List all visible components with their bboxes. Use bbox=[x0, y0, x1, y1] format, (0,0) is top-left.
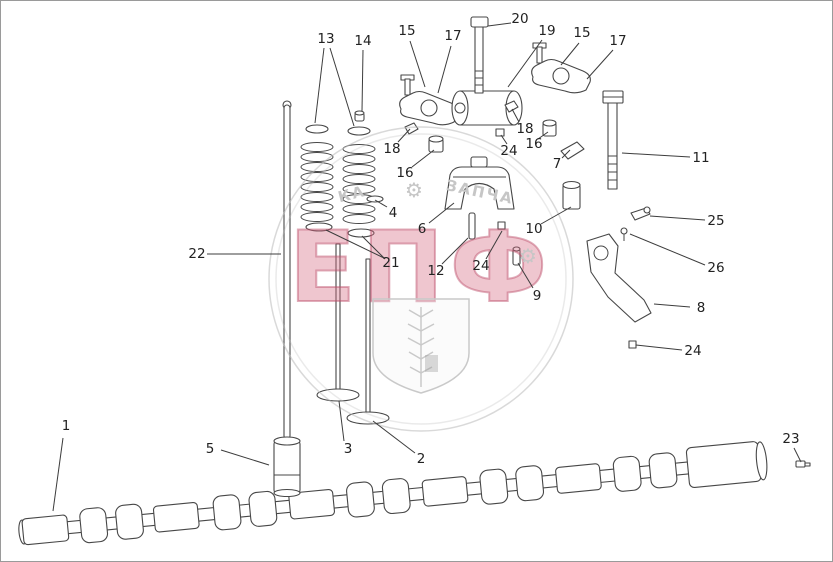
part-label-23: 23 bbox=[782, 431, 799, 447]
spring-retainer-left bbox=[305, 124, 329, 134]
small-screw bbox=[620, 227, 628, 241]
part-label-22: 22 bbox=[188, 246, 205, 262]
watermark-arc-left: КА bbox=[336, 182, 367, 206]
watermark-gear-icon: ⚙ bbox=[405, 178, 423, 202]
part-label-15a: 15 bbox=[398, 23, 415, 39]
rocker-arm-left bbox=[399, 74, 459, 126]
camshaft bbox=[18, 441, 768, 546]
part-label-18a: 18 bbox=[383, 141, 400, 157]
part-label-15b: 15 bbox=[573, 25, 590, 41]
bridge-guide-pin bbox=[468, 212, 476, 240]
valve-cap bbox=[354, 110, 365, 122]
valve-collet-right bbox=[504, 100, 519, 113]
part-label-19: 19 bbox=[538, 23, 555, 39]
valve-bridge bbox=[444, 156, 515, 210]
spring-seat-left bbox=[305, 222, 333, 232]
part-label-8: 8 bbox=[697, 300, 706, 316]
part-label-6: 6 bbox=[418, 221, 427, 237]
part-label-1: 1 bbox=[62, 418, 71, 434]
wedge-block bbox=[560, 141, 585, 160]
valve-exhaust bbox=[346, 258, 390, 425]
lock-washer-top bbox=[495, 128, 505, 137]
watermark-shield bbox=[372, 298, 470, 394]
stem-cap-right bbox=[542, 119, 557, 137]
lock-washer-bottom bbox=[628, 340, 637, 349]
valve-spring-left bbox=[300, 142, 334, 222]
part-label-10: 10 bbox=[525, 221, 542, 237]
part-label-14: 14 bbox=[354, 33, 371, 49]
stem-cap-left bbox=[428, 135, 444, 153]
part-label-16a: 16 bbox=[396, 165, 413, 181]
part-label-5: 5 bbox=[206, 441, 215, 457]
valve-intake bbox=[316, 243, 360, 402]
support-bracket bbox=[586, 233, 652, 323]
part-label-24c: 24 bbox=[684, 343, 701, 359]
spacer-cylinder bbox=[562, 180, 581, 210]
spring-retainer-right bbox=[347, 126, 371, 136]
end-plug bbox=[795, 460, 811, 468]
part-label-12: 12 bbox=[427, 263, 444, 279]
part-label-24b: 24 bbox=[472, 258, 489, 274]
part-label-3: 3 bbox=[344, 441, 353, 457]
part-label-2: 2 bbox=[417, 451, 426, 467]
rocker-arm-right bbox=[531, 42, 591, 94]
part-label-17a: 17 bbox=[444, 28, 461, 44]
spring-seat-right bbox=[347, 228, 375, 238]
part-label-11: 11 bbox=[692, 150, 709, 166]
part-label-7: 7 bbox=[553, 156, 562, 172]
lock-washer-mid bbox=[497, 221, 506, 230]
rocker-shaft-bracket bbox=[451, 90, 523, 126]
tappet bbox=[273, 436, 301, 498]
long-bolt bbox=[602, 90, 624, 190]
dowel-pin bbox=[512, 246, 521, 266]
watermark: КА ⚙ ЗАПЧА ЕПФ ⚙ bbox=[268, 126, 574, 432]
bracket-bolt bbox=[470, 16, 489, 94]
leader-lines bbox=[52, 22, 802, 512]
part-label-24a: 24 bbox=[500, 143, 517, 159]
watermark-gear-icon-2: ⚙ bbox=[519, 244, 537, 268]
part-label-26: 26 bbox=[707, 260, 724, 276]
part-label-25: 25 bbox=[707, 213, 724, 229]
callouts: 13 14 15 17 20 19 15 17 18 16 24 18 16 7… bbox=[62, 11, 800, 467]
part-label-13: 13 bbox=[317, 31, 334, 47]
part-label-20: 20 bbox=[511, 11, 528, 27]
part-label-21: 21 bbox=[382, 255, 399, 271]
valve-spring-right bbox=[342, 144, 376, 224]
part-label-18b: 18 bbox=[516, 121, 533, 137]
part-label-16b: 16 bbox=[525, 136, 542, 152]
watermark-letters: ЕПФ bbox=[289, 211, 553, 325]
part-label-9: 9 bbox=[533, 288, 542, 304]
part-label-17b: 17 bbox=[609, 33, 626, 49]
tensioner-lever bbox=[630, 206, 651, 221]
part-label-4: 4 bbox=[389, 205, 398, 221]
spring-washer bbox=[366, 195, 384, 203]
